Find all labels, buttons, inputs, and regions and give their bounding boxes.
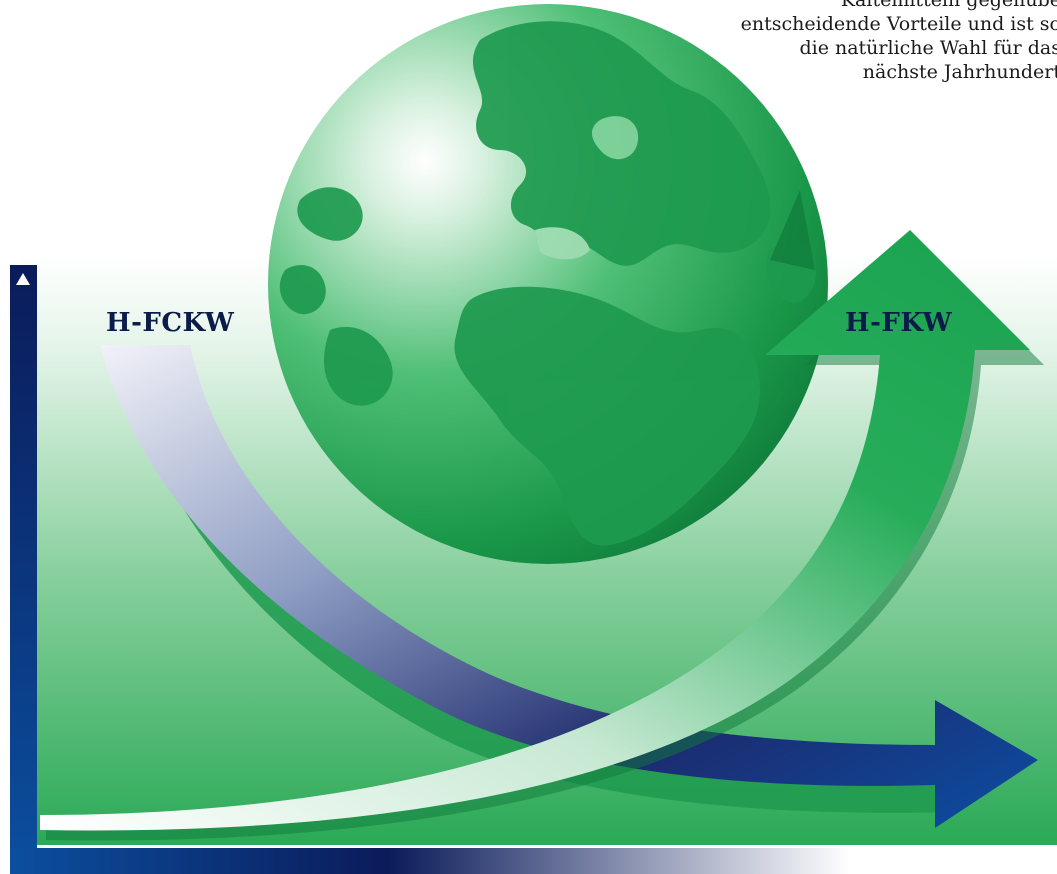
fckw-label: H-FCKW xyxy=(106,308,235,338)
intro-line-2: entscheidende Vorteile und ist so xyxy=(740,13,1057,35)
fckw-arrow xyxy=(100,345,1038,828)
y-axis-arrow-icon xyxy=(16,273,30,285)
intro-line-3: die natürliche Wahl für das xyxy=(799,37,1057,59)
x-axis xyxy=(10,848,850,874)
fkw-label: H-FKW xyxy=(845,308,953,338)
intro-text: Kältemitteln gegenübe entscheidende Vort… xyxy=(641,0,1057,84)
globe xyxy=(268,4,828,564)
fkw-arrow xyxy=(40,230,1030,831)
fkw-curve xyxy=(40,190,1044,841)
y-axis xyxy=(10,265,37,874)
fckw-curve xyxy=(100,345,1038,828)
intro-line-1: Kältemitteln gegenübe xyxy=(840,0,1057,11)
intro-line-4: nächste Jahrhundert xyxy=(862,61,1057,83)
